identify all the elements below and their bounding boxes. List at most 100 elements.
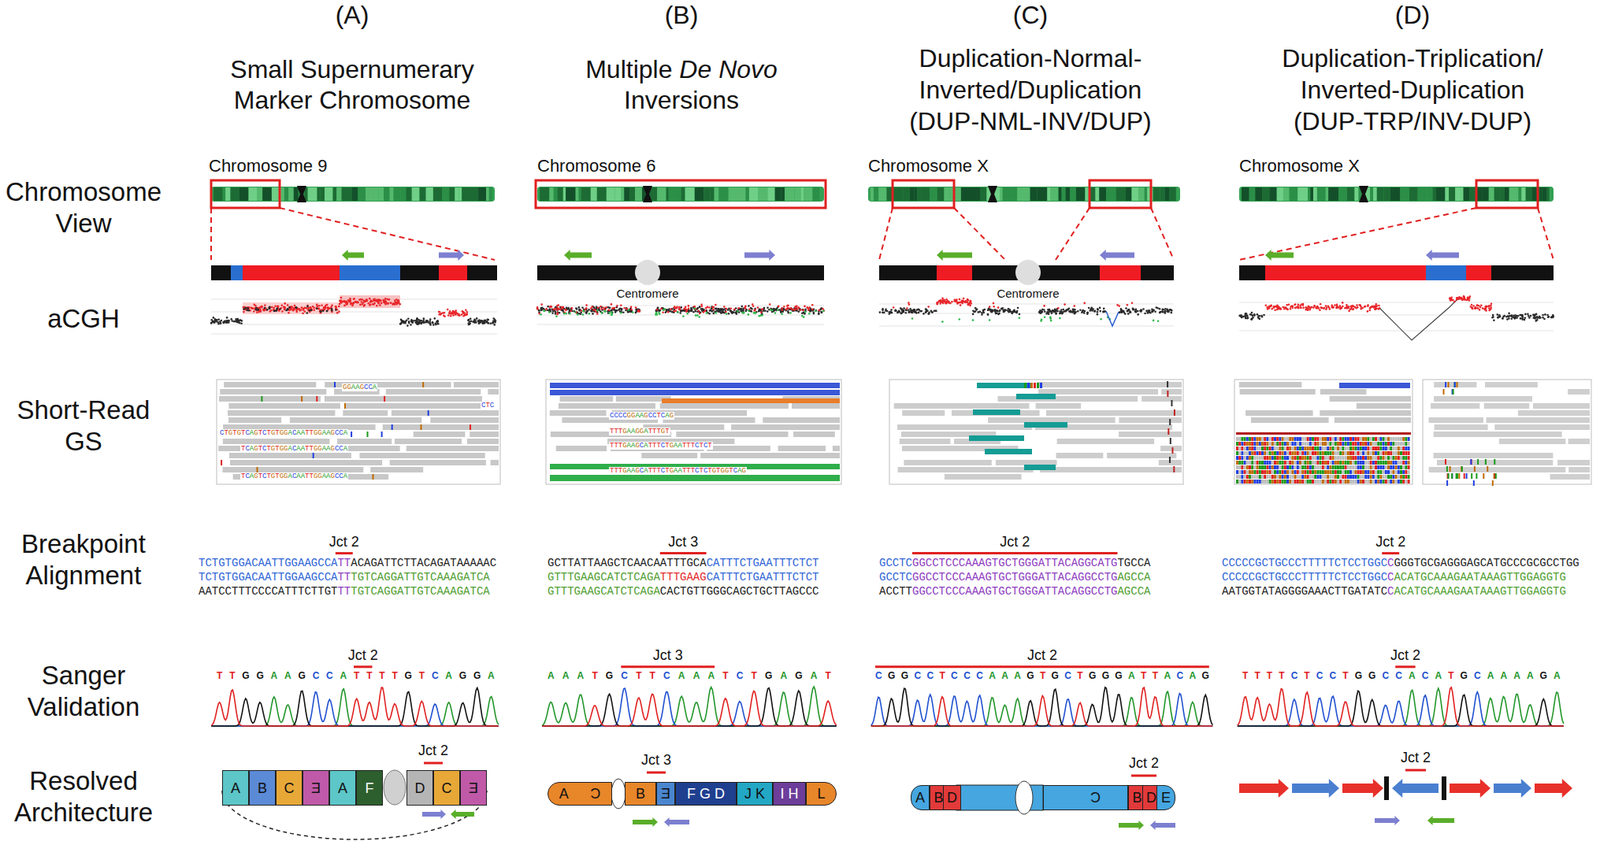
probe-dot [658,309,661,312]
centromere-symbol [1015,259,1041,286]
probe-dot [972,311,976,314]
probe-dot [465,313,468,316]
probe-dot [658,312,661,316]
probe-dot [562,306,565,309]
probe-dot [1158,311,1162,314]
probe-dot [679,308,682,311]
probe-dot [1145,309,1148,312]
probe-dot [753,311,756,315]
probe-dot [1017,307,1020,310]
chromosome-band [284,187,289,201]
probe-dot [980,313,984,316]
probe-dot [700,304,703,307]
probe-dot [575,308,579,311]
probe-dot [1329,308,1332,311]
probe-dot [714,308,717,311]
probe-dot [1132,308,1135,312]
probe-dot [1046,311,1049,314]
probe-dot [801,308,805,312]
probe-dot [657,307,660,310]
probe-dot [1046,311,1049,315]
chromosome-band [894,187,904,201]
probe-dot [774,311,777,315]
chromosome-band [803,187,813,201]
probe-dot [223,320,227,323]
probe-dot [793,308,796,312]
probe-dot [1170,311,1174,315]
probe-dot [363,304,366,308]
chromosome-band [1460,187,1463,201]
plot-gridline [211,334,498,335]
probe-dot [1139,310,1143,313]
probe-dot [764,309,767,312]
probe-dot [1081,310,1084,313]
genome-segment [400,265,439,281]
probe-dot [247,307,250,310]
probe-dot [997,313,1000,316]
probe-dot [616,304,619,308]
probe-dot [581,306,584,309]
probe-dot [627,308,631,312]
probe-dot [248,309,251,312]
probe-dot [487,322,491,325]
chromosome-band [914,187,918,201]
zoom-box [535,180,826,208]
probe-dot [554,311,557,314]
probe-dot [673,307,676,310]
probe-dot [608,312,611,316]
probe-dot [881,311,884,315]
chromosome-band [1310,187,1314,201]
chromosome-band [581,187,591,201]
probe-dot [761,308,764,311]
probe-dot [1296,305,1300,309]
probe-dot [911,317,914,320]
probe-dot [712,312,716,316]
chromosome-band [1262,187,1270,201]
probe-dot [397,299,400,302]
probe-dot [1167,311,1170,314]
probe-dot [217,318,220,321]
probe-dot [1072,311,1075,314]
probe-dot [437,322,440,326]
chromosome-band [1058,187,1062,201]
zoom-box [1476,180,1538,208]
probe-dot [582,313,585,316]
probe-dot [315,307,318,310]
genome-segment [438,265,468,281]
probe-dot [467,319,470,323]
probe-dot [301,312,305,316]
chromosome-band [873,187,879,201]
probe-dot [602,307,606,310]
probe-dot [1243,315,1247,318]
probe-dot [260,306,264,309]
direction-arrow [341,249,364,261]
probe-dot [415,317,419,320]
probe-dot [315,304,319,307]
probe-dot [780,307,784,310]
chromosome-band [393,187,401,201]
probe-dot [386,302,390,305]
probe-dot [290,306,294,309]
chromosome-band [225,187,231,201]
probe-dot [564,308,568,312]
chromosome-band [579,187,582,201]
probe-dot [1161,311,1165,314]
probe-dot [682,315,685,319]
probe-dot [242,311,246,314]
probe-dot [772,308,776,311]
probe-dot [808,312,811,316]
genome-segment [936,265,973,281]
probe-dot [698,312,702,316]
probe-dot [1251,311,1254,315]
probe-dot [412,319,416,323]
probe-dot [694,308,697,311]
probe-dot [673,307,676,310]
probe-dot [1060,308,1063,312]
probe-dot [1054,309,1057,312]
probe-dot [442,315,446,318]
probe-dot [804,308,807,311]
probe-dot [237,319,240,323]
plot-gridline [879,326,1174,327]
probe-dot [1066,308,1070,312]
probe-dot [479,321,483,324]
